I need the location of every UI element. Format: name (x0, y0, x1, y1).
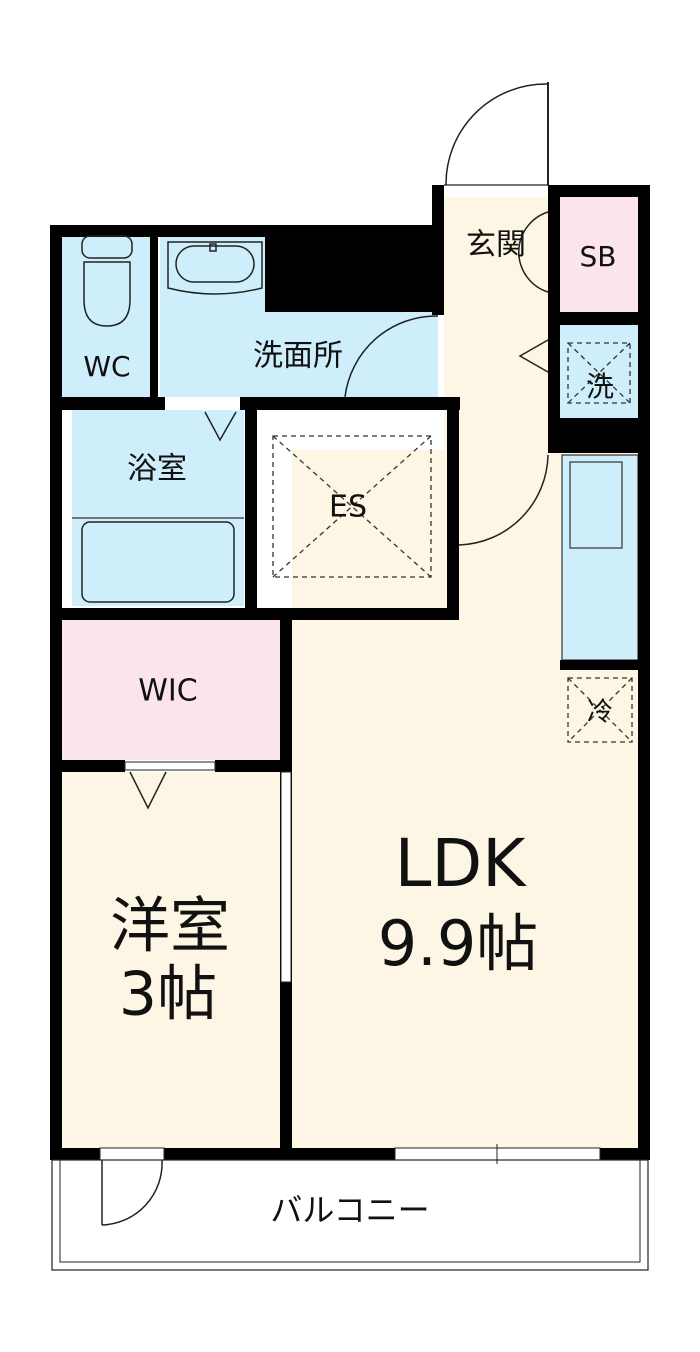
label-laundry: 洗 (586, 370, 614, 403)
sb-door[interactable] (518, 211, 549, 293)
room-wc (62, 237, 154, 397)
washbasin-icon (167, 241, 263, 295)
label-balcony: バルコニー (270, 1191, 429, 1229)
ldk-door[interactable] (458, 454, 549, 546)
sliding-partition[interactable] (280, 771, 292, 983)
label-western: 洋室 (110, 892, 230, 962)
balcony (51, 1159, 649, 1271)
label-bathroom: 浴室 (127, 452, 187, 487)
label-western-size: 3帖 (119, 960, 217, 1030)
label-wc: WC (83, 350, 130, 383)
label-ldk: LDK (395, 825, 528, 902)
room-entrance (444, 197, 548, 452)
room-sb (560, 197, 638, 313)
label-washroom: 洗面所 (253, 339, 343, 374)
western-door-marker (129, 771, 167, 810)
label-fridge: 冷 (587, 698, 613, 728)
kitchen-counter (561, 454, 639, 661)
sink-icon (569, 461, 623, 549)
bathtub-icon (72, 517, 244, 603)
washer-space-icon (567, 342, 631, 404)
es-shaft-icon (272, 435, 432, 578)
label-entrance: 玄関 (466, 228, 526, 263)
label-sb: SB (580, 240, 617, 273)
room-bathroom (72, 410, 244, 606)
wic-door[interactable] (124, 761, 216, 771)
toilet-icon (81, 235, 133, 327)
label-es: ES (329, 490, 367, 525)
washroom-door[interactable] (344, 315, 439, 398)
entrance-door[interactable] (444, 82, 549, 186)
fridge-space-icon (567, 677, 633, 743)
room-western (62, 772, 280, 1148)
room-wic (62, 620, 280, 760)
laundry-door-marker (518, 339, 549, 373)
label-ldk-size: 9.9帖 (378, 907, 539, 980)
label-wic: WIC (138, 674, 197, 709)
bath-door-marker (204, 411, 237, 442)
